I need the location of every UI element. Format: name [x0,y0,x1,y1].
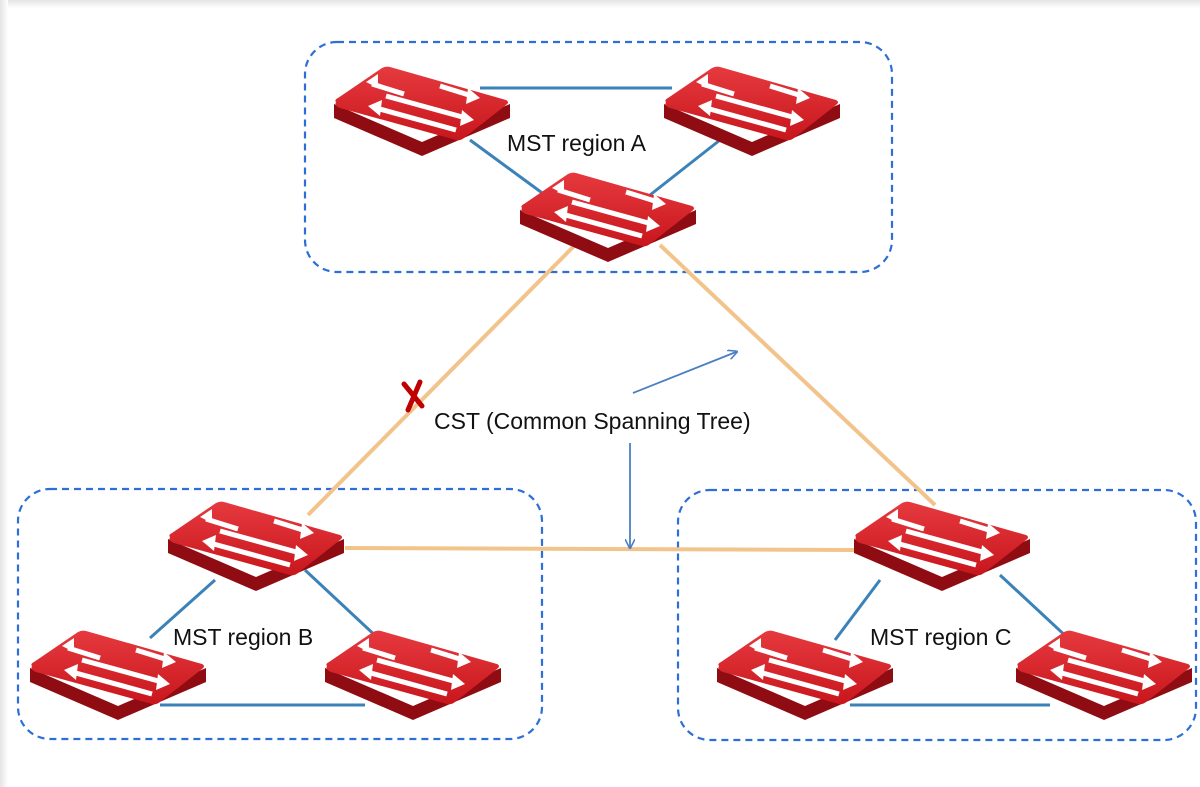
link-c1-c2 [833,579,882,641]
cst-link-b-c [344,546,856,552]
network-switch-icon [664,64,840,156]
cst-link-a-b [306,243,577,517]
region-b-boundary [16,487,544,741]
region-c-label: MST region C [870,624,1012,650]
frame-shadow-top [0,0,1200,8]
link-c1-c3 [998,573,1072,642]
cst-link-a-c [658,243,937,507]
region-b-label: MST region B [173,624,314,650]
network-switch-icon [168,499,344,591]
region-a-boundary [303,40,894,274]
cst-links [306,243,937,552]
region-c-links [833,573,1072,707]
region-b-links [149,568,382,707]
region-c-boundary [676,488,1198,742]
link-b1-b2 [149,578,216,640]
cst-label: CST (Common Spanning Tree) [434,408,751,434]
link-a2-a3 [649,138,721,197]
region-a-links [469,86,721,197]
link-a1-a3 [469,138,546,197]
network-switch-icon [520,170,696,262]
x-mark-icon [401,379,425,413]
frame-shadow-left [0,0,8,787]
region-a-label: MST region A [507,130,646,156]
network-switch-icon [334,64,510,156]
link-b1-b3 [303,568,382,642]
arrow-icon [630,352,736,547]
